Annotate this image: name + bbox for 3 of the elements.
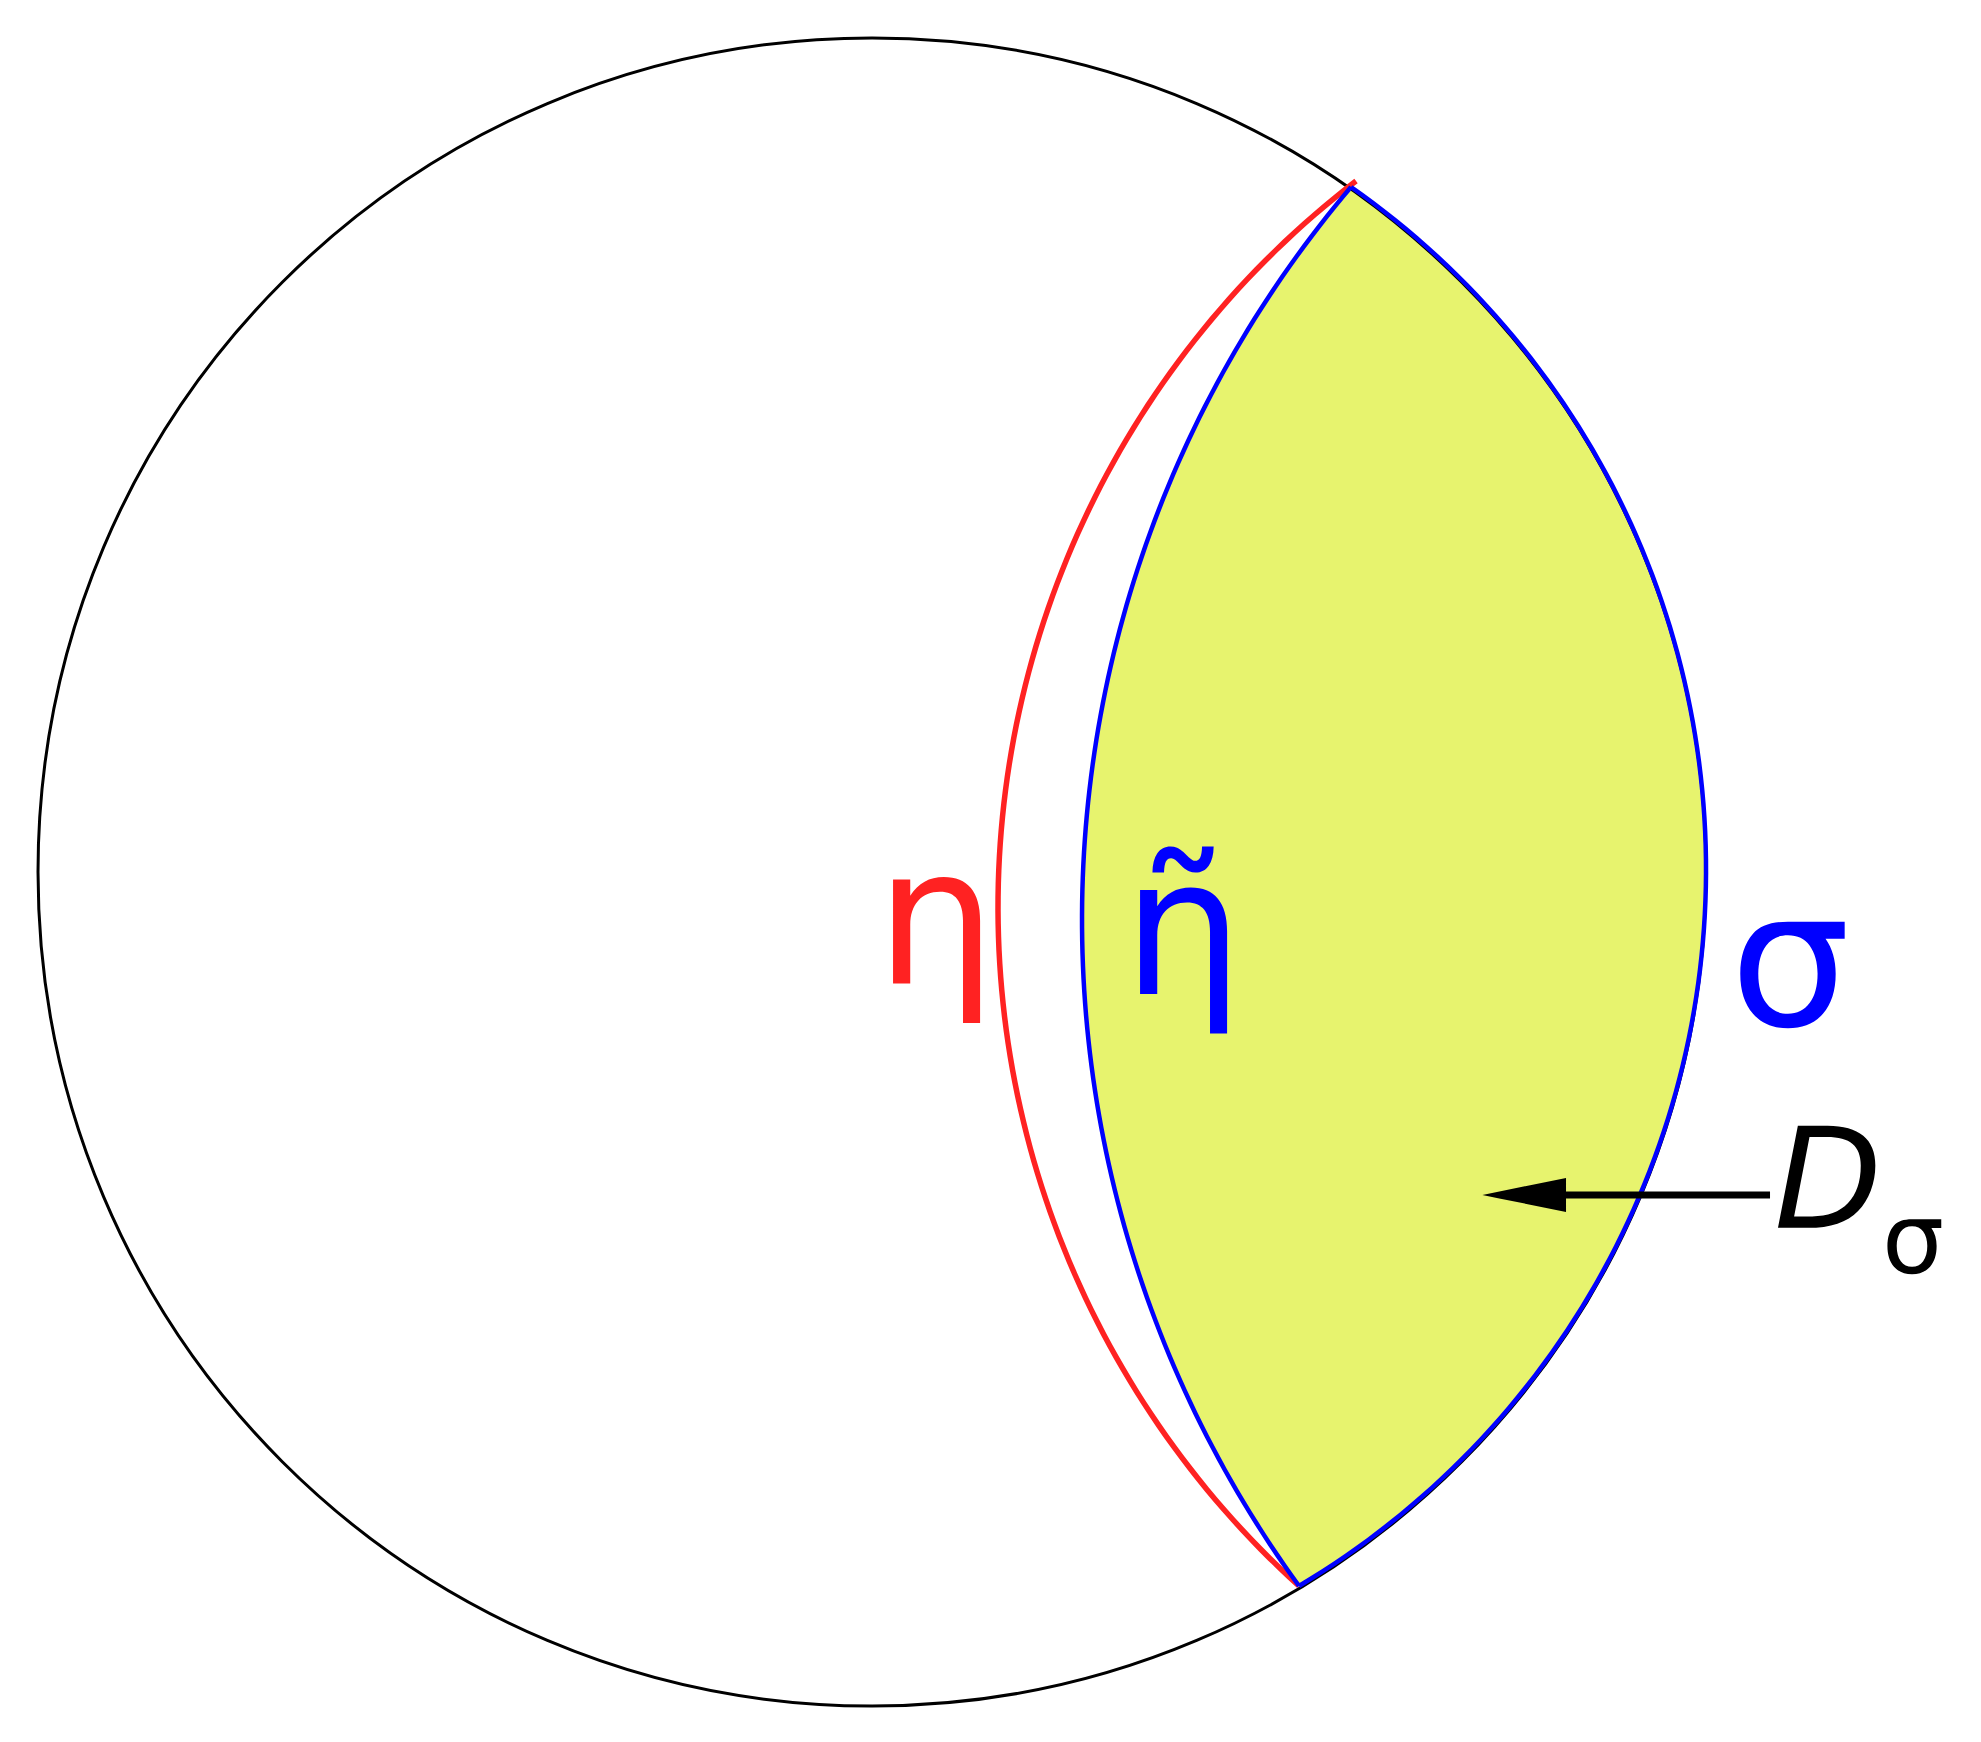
curve-label: η̃ — [1140, 846, 1228, 1034]
curve-label: σ — [1740, 921, 1845, 1029]
region-label: D$_{σ}$ — [1778, 1125, 1942, 1275]
